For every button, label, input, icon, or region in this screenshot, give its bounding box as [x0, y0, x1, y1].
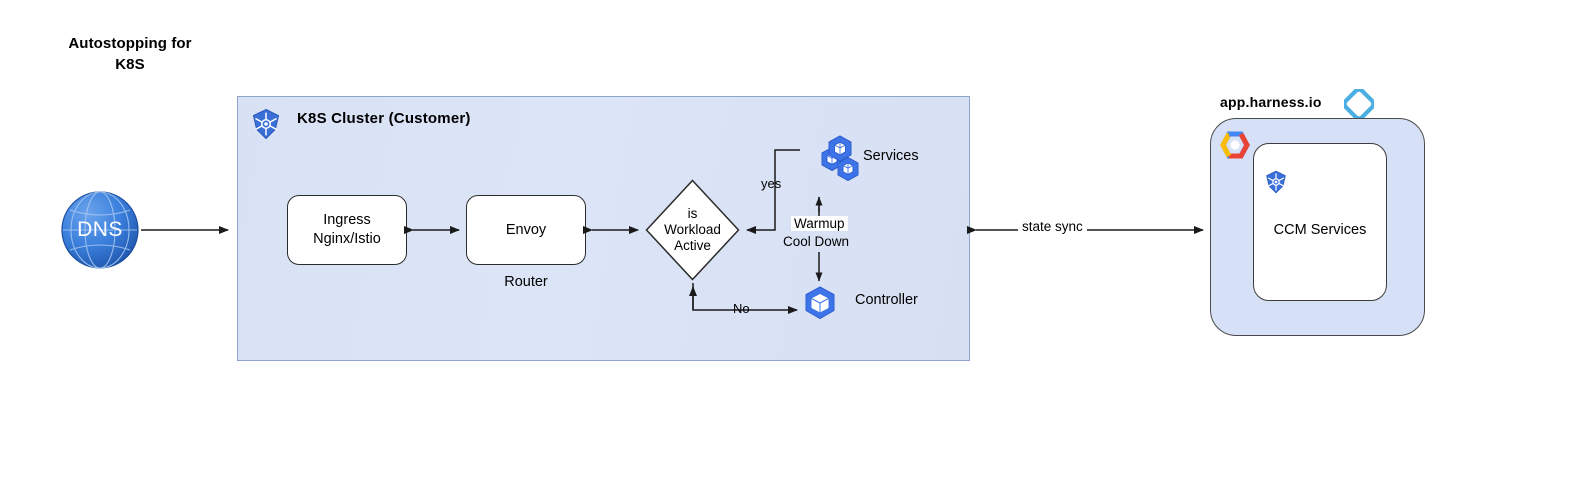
controller-label: Controller	[855, 292, 918, 308]
harness-domain-label: app.harness.io	[1220, 94, 1322, 110]
edge-label-state-sync: state sync	[1018, 219, 1087, 234]
ccm-services-label: CCM Services	[1273, 222, 1367, 238]
edge-label-cooldown: Cool Down	[783, 234, 850, 249]
dns-node: DNS	[60, 190, 140, 270]
google-cloud-icon	[1220, 131, 1250, 159]
dns-label: DNS	[77, 218, 123, 241]
envoy-node: Envoy	[466, 195, 586, 265]
decision-label: is Workload Active	[664, 206, 721, 253]
kubernetes-pods-icon	[808, 133, 870, 195]
services-label: Services	[863, 148, 919, 164]
kubernetes-pod-icon	[802, 285, 838, 321]
harness-logo-icon	[1342, 87, 1376, 121]
cluster-title-label: K8S Cluster (Customer)	[297, 110, 471, 127]
decision-node: is Workload Active	[645, 179, 740, 281]
kubernetes-icon	[1264, 170, 1288, 194]
ingress-node: Ingress Nginx/Istio	[287, 195, 407, 265]
edge-label-warmup: Warmup	[791, 216, 848, 231]
warmup-stub	[818, 200, 820, 218]
edge-label-yes: yes	[761, 176, 782, 191]
page-title: Autostopping for K8S	[68, 35, 192, 73]
ccm-services-box	[1253, 143, 1387, 301]
router-caption: Router	[504, 274, 548, 290]
edge-label-no: No	[733, 301, 750, 316]
kubernetes-icon	[250, 108, 282, 140]
